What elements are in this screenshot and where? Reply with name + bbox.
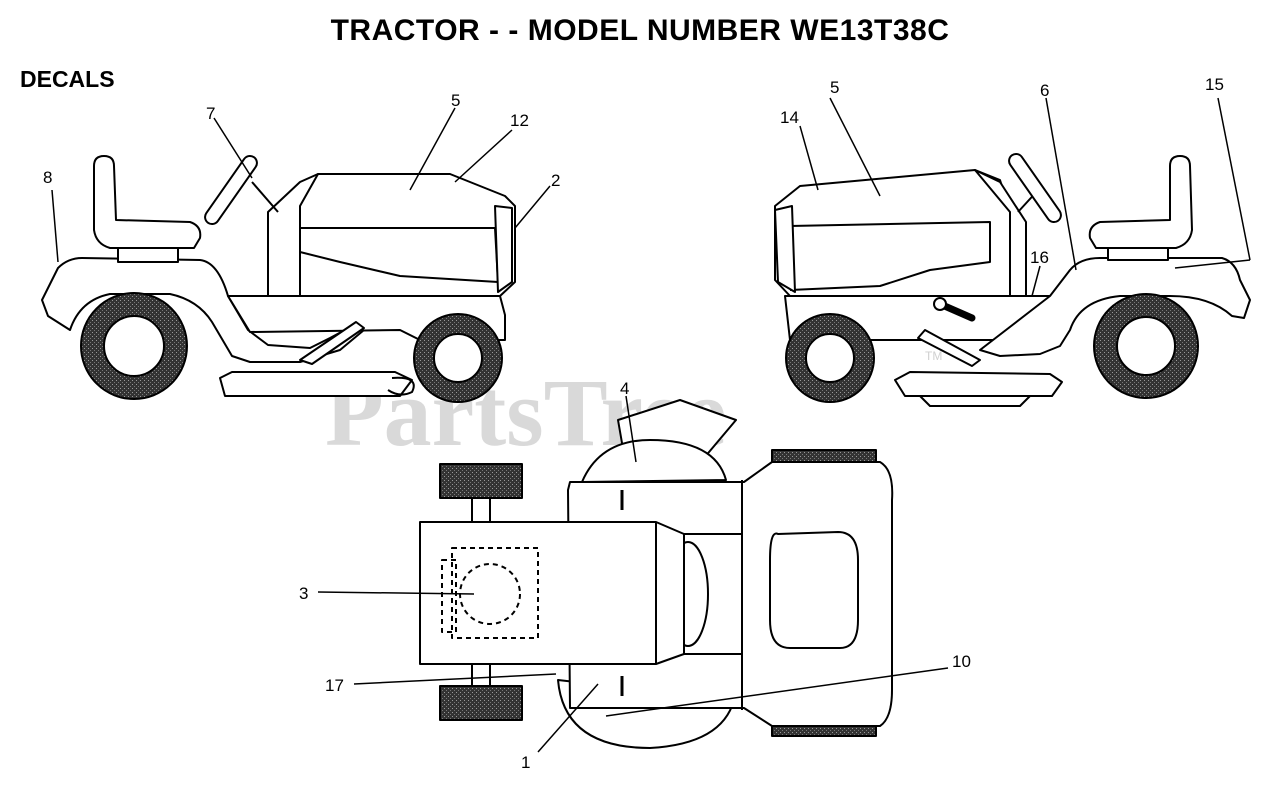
tractor-right-side-view (774, 152, 1251, 407)
front-tire-bottom (439, 685, 523, 721)
rear-hub-right (1116, 316, 1176, 376)
seat-post-left (117, 247, 179, 263)
callout-5-left: 5 (451, 91, 460, 110)
front-tire-top (439, 463, 523, 499)
deck-chute-left (387, 376, 415, 396)
callout-6: 6 (1040, 81, 1049, 100)
callout-12: 12 (510, 111, 529, 130)
mower-deck-right (894, 371, 1063, 397)
hood-panel-line (299, 227, 499, 283)
callout-5-right: 5 (830, 78, 839, 97)
callout-labels: 8 7 5 12 2 5 14 6 15 16 4 3 17 10 1 (43, 75, 1224, 772)
hood-grille-left (494, 205, 513, 293)
callout-14: 14 (780, 108, 799, 127)
rear-fender-right (979, 257, 1251, 357)
callout-2: 2 (551, 171, 560, 190)
page-title: TRACTOR - - MODEL NUMBER WE13T38C (330, 14, 950, 47)
dash-left (267, 173, 319, 297)
axle-stub-bottom (471, 661, 491, 687)
steering-wheel-left (204, 154, 258, 226)
lift-lever-knob (933, 297, 947, 311)
callout-3: 3 (299, 584, 308, 603)
front-hub-right (805, 333, 855, 383)
rear-hub-left (103, 315, 165, 377)
deck-skirt-right (919, 395, 1031, 407)
hood-left (299, 173, 516, 297)
tractor-left-side-view (41, 154, 516, 403)
callout-16: 16 (1030, 248, 1049, 267)
callout-10: 10 (952, 652, 971, 671)
leader-lines (51, 97, 1251, 753)
pedal-right (917, 329, 981, 367)
hood-top (419, 521, 685, 665)
hood-panel-right (789, 221, 991, 291)
callout-4: 4 (620, 379, 629, 398)
seat-post-right (1107, 247, 1169, 261)
front-hub-left (433, 333, 483, 383)
axle-stub-top (471, 497, 491, 523)
callout-15: 15 (1205, 75, 1224, 94)
hood-decal-outline-inner (441, 559, 457, 633)
steering-column-left (251, 181, 279, 213)
pedal-left (299, 321, 365, 365)
callout-17: 17 (325, 676, 344, 695)
seat-right (1088, 155, 1193, 249)
watermark-tm: TM (925, 349, 942, 363)
hood-right (774, 169, 1011, 297)
tractor-top-view (419, 399, 894, 749)
steering-wheel-right (1008, 152, 1062, 224)
callout-8: 8 (43, 168, 52, 187)
callout-1: 1 (521, 753, 530, 772)
section-heading: DECALS (20, 66, 115, 92)
hood-grille-right (774, 205, 796, 293)
seat-top (769, 531, 859, 649)
mower-deck-left (219, 371, 413, 397)
deck-lobe-top (581, 439, 727, 483)
seat-left (93, 155, 202, 249)
callout-7: 7 (206, 104, 215, 123)
